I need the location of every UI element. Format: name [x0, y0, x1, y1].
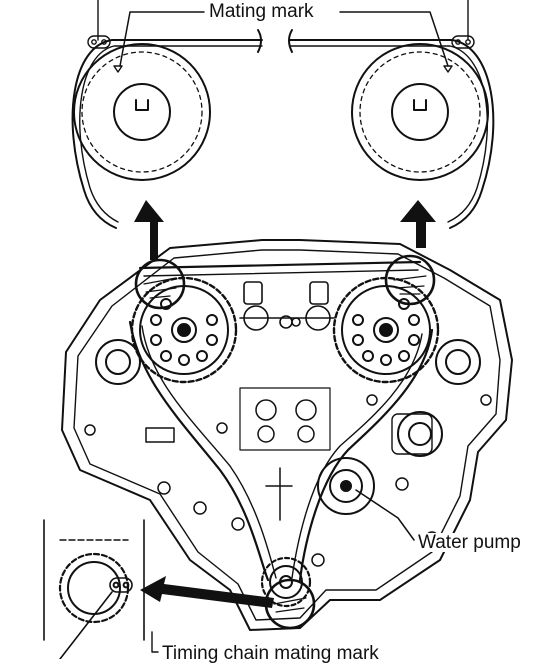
mating-mark-links-right: [451, 35, 475, 49]
block-details: [84, 387, 492, 567]
top-detail-view: [71, 0, 495, 260]
crank-detail-view: [43, 519, 145, 659]
arrow-up-left: [134, 200, 164, 260]
mating-mark-label: Mating mark: [206, 2, 317, 21]
right-lower-pulley: [391, 411, 443, 457]
crank-detail-mating-link: [109, 577, 133, 593]
left-cam-sprocket: [130, 276, 238, 384]
mating-mark-links-left: [87, 35, 111, 49]
water-pump-label: Water pump: [418, 532, 521, 553]
timing-chain-top-right: [289, 39, 495, 229]
left-camshaft-sprocket: [73, 43, 211, 181]
water-pump: [317, 457, 375, 515]
timing-chain-mating-mark-label: Timing chain mating mark: [160, 643, 381, 664]
right-idler-pulley: [435, 339, 481, 385]
right-camshaft-sprocket: [351, 43, 489, 181]
mating-mark-leader-left: [119, 11, 205, 67]
mating-mark-circle-left: [134, 258, 186, 310]
mating-mark-circle-right: [384, 254, 436, 306]
right-cam-sprocket: [332, 276, 440, 384]
chain-break-mark: [257, 29, 293, 53]
timing-chain-top-left: [71, 39, 263, 229]
arrow-up-right: [400, 200, 436, 248]
crank-detail-sprocket: [58, 552, 130, 624]
engine-housing-outline: [61, 239, 513, 631]
center-chain-guide: [239, 281, 335, 331]
left-idler-pulley: [95, 339, 141, 385]
engine-front-view: [61, 239, 513, 631]
timing-chain-mark-leader: [151, 631, 159, 653]
arrow-to-crank-detail: [140, 576, 274, 608]
water-pump-leader: [355, 489, 415, 541]
mating-mark-leader-right: [339, 11, 449, 67]
timing-chain-top-left-inner: [79, 45, 263, 223]
engine-housing-inner: [73, 249, 501, 621]
crank-detail-leader: [59, 591, 113, 659]
primary-timing-chain: [128, 260, 434, 582]
timing-chain-top-right-inner: [289, 45, 488, 223]
